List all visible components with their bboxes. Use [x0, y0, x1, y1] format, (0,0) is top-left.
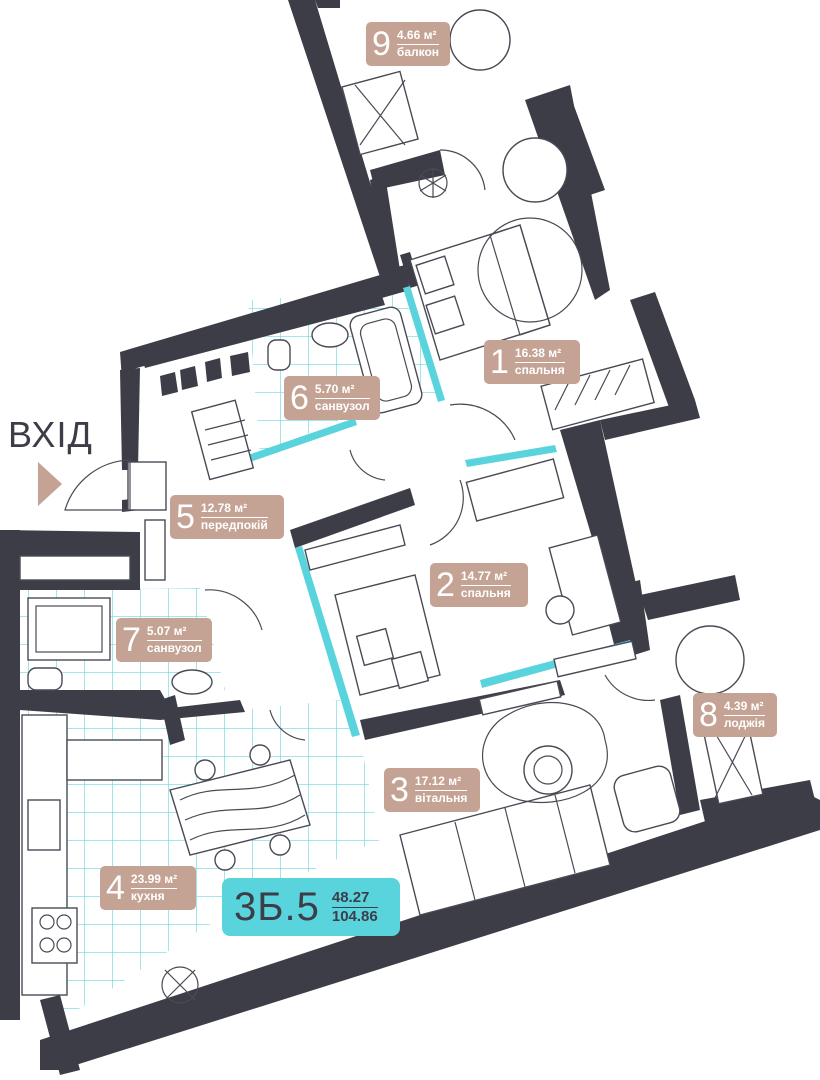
room-area: 23.99 м²	[130, 872, 178, 889]
room-name: балкон	[396, 44, 440, 59]
unit-code: 3Б.5	[234, 884, 320, 929]
room-number: 2	[436, 566, 455, 604]
rug-living	[482, 701, 608, 804]
loggia-furniture	[675, 625, 764, 805]
room-number: 9	[372, 25, 391, 63]
unit-badge: 3Б.5 48.27 104.86	[222, 878, 400, 936]
room-area: 5.70 м²	[314, 382, 370, 399]
room-area: 5.07 м²	[146, 624, 202, 641]
room-name: спальня	[514, 362, 565, 377]
tv-unit-living	[478, 640, 637, 716]
room-name: санвузол	[146, 640, 202, 655]
room-number: 7	[122, 621, 141, 659]
room-name: кухня	[130, 888, 165, 903]
hallway-storage	[19, 555, 131, 581]
room-number: 6	[290, 379, 309, 417]
room-number: 5	[176, 498, 195, 536]
room-area: 17.12 м²	[414, 774, 468, 791]
desk-bedroom-1	[540, 358, 656, 431]
armchairs-balcony	[341, 9, 568, 203]
room-area: 16.38 м²	[514, 346, 565, 363]
room-number: 1	[490, 343, 509, 381]
entrance-label: ВХІД	[8, 414, 93, 455]
entrance-arrow-icon	[38, 462, 62, 506]
dining-table	[169, 744, 311, 871]
room-area: 14.77 м²	[460, 569, 511, 586]
room-name: спальня	[460, 585, 511, 600]
sink-7	[171, 669, 213, 695]
room-area: 12.78 м²	[200, 501, 268, 518]
room-area: 4.39 м²	[723, 699, 766, 716]
plant-kitchen	[161, 966, 199, 1004]
room-name: лоджія	[723, 715, 766, 730]
room-number: 8	[699, 696, 718, 734]
room-number: 3	[390, 771, 409, 809]
room-area: 4.66 м²	[396, 28, 440, 45]
room-name: передпокій	[200, 517, 268, 532]
room-number: 4	[106, 869, 125, 907]
sink-6	[311, 322, 349, 348]
bed-bedroom-2	[304, 524, 441, 696]
room-name: санвузол	[314, 398, 370, 413]
doors	[64, 149, 656, 741]
bed-bedroom-1	[409, 217, 583, 361]
unit-living-area: 48.27	[331, 889, 378, 908]
room-name: вітальня	[414, 790, 468, 805]
armchair-living	[613, 765, 681, 833]
toilet-7	[27, 667, 63, 691]
shower-7	[27, 597, 111, 661]
plant-bedroom-1	[418, 168, 448, 198]
kitchen-cabinets	[21, 714, 163, 996]
toilet-6	[267, 339, 291, 371]
unit-total-area: 104.86	[331, 907, 378, 925]
desk-bedroom-2	[465, 458, 622, 636]
hallway-furniture	[127, 399, 255, 581]
